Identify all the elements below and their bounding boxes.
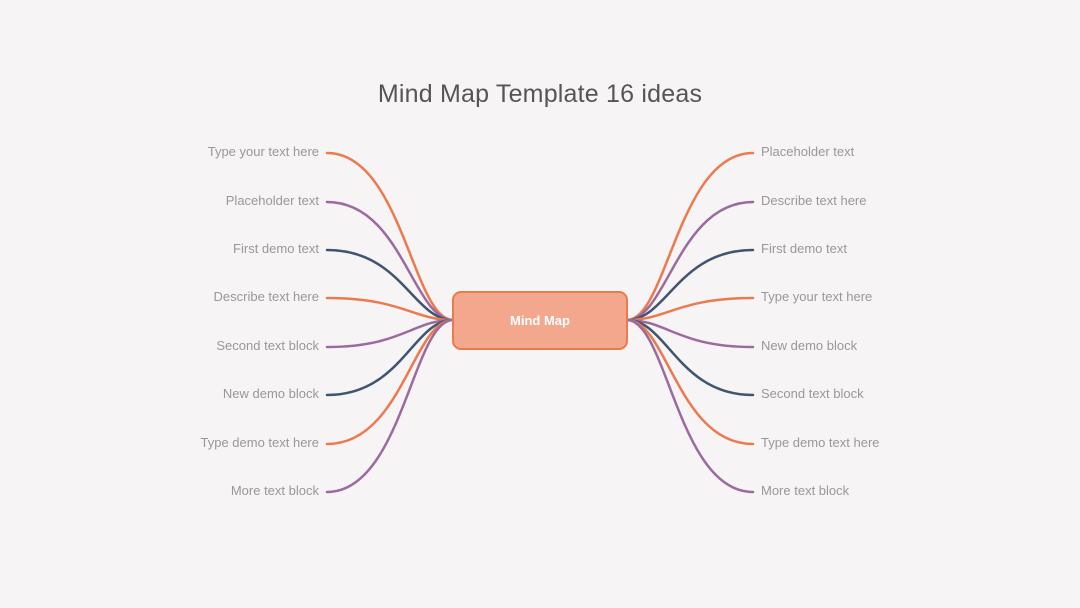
right-leaf-8[interactable]: More text block xyxy=(761,483,850,498)
left-connector-6 xyxy=(325,318,455,397)
left-connector-7 xyxy=(325,318,455,446)
left-connector-5 xyxy=(325,318,455,349)
center-node[interactable]: Mind Map xyxy=(452,291,628,350)
right-leaf-5[interactable]: New demo block xyxy=(761,338,858,353)
right-leaf-3[interactable]: First demo text xyxy=(761,241,847,256)
left-connector-4 xyxy=(325,296,455,322)
center-node-label: Mind Map xyxy=(510,313,570,328)
left-leaf-6[interactable]: New demo block xyxy=(222,386,319,401)
right-leaf-4[interactable]: Type your text here xyxy=(761,289,873,304)
left-connector-1 xyxy=(325,151,455,322)
right-connector-5 xyxy=(625,318,755,349)
right-leaf-1[interactable]: Placeholder text xyxy=(761,144,855,159)
right-connector-8 xyxy=(625,318,755,494)
right-connector-2 xyxy=(625,200,755,322)
right-connector-1 xyxy=(625,151,755,322)
left-leaf-2[interactable]: Placeholder text xyxy=(225,193,319,208)
right-leaf-7[interactable]: Type demo text here xyxy=(761,435,880,450)
right-leaf-2[interactable]: Describe text here xyxy=(761,193,867,208)
right-connector-6 xyxy=(625,318,755,397)
left-connector-8 xyxy=(325,318,455,494)
left-connector-2 xyxy=(325,200,455,322)
right-connector-3 xyxy=(625,248,755,322)
left-leaf-5[interactable]: Second text block xyxy=(216,338,319,353)
page-title: Mind Map Template 16 ideas xyxy=(377,80,703,108)
right-leaf-6[interactable]: Second text block xyxy=(761,386,864,401)
left-leaf-3[interactable]: First demo text xyxy=(233,241,319,256)
right-connector-7 xyxy=(625,318,755,446)
right-connector-4 xyxy=(625,296,755,322)
left-leaf-7[interactable]: Type demo text here xyxy=(200,435,319,450)
left-leaf-1[interactable]: Type your text here xyxy=(207,144,319,159)
left-connector-3 xyxy=(325,248,455,322)
left-leaf-8[interactable]: More text block xyxy=(230,483,319,498)
left-leaf-4[interactable]: Describe text here xyxy=(213,289,320,304)
